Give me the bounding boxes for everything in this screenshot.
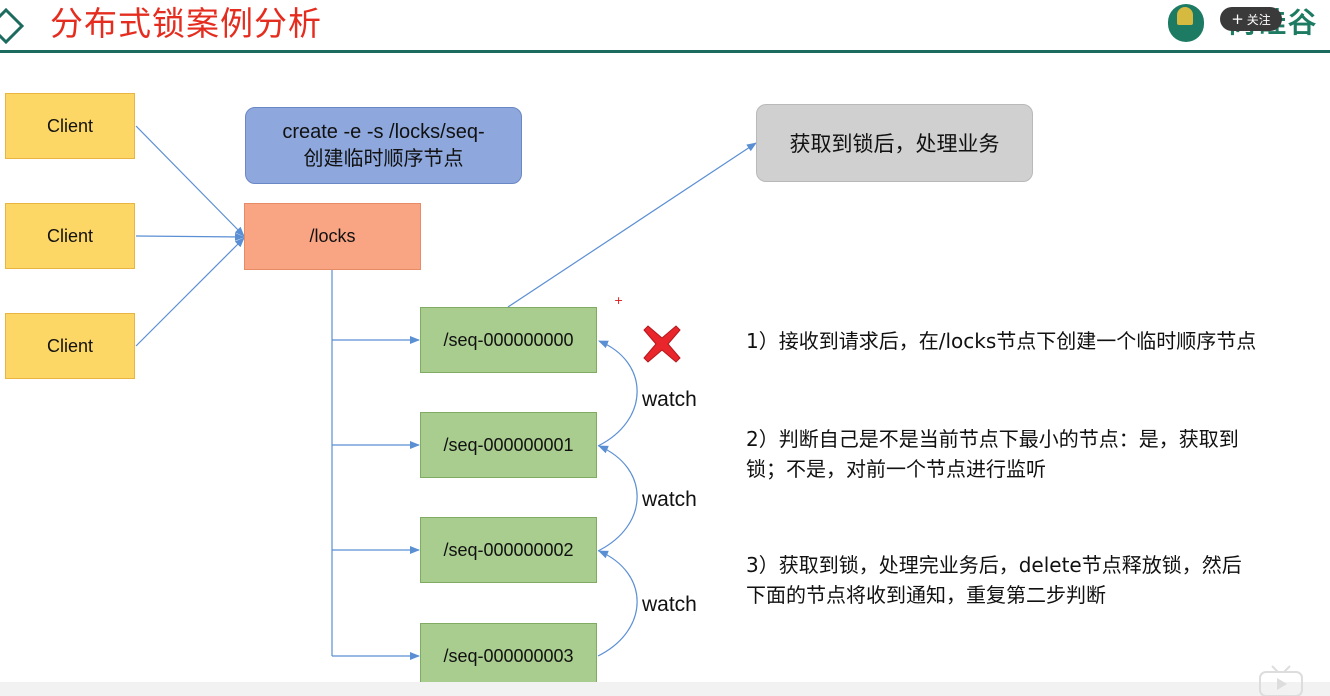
client-node: Client: [5, 203, 135, 269]
step-3-text: 3）获取到锁，处理完业务后，delete节点释放锁，然后 下面的节点将收到通知，…: [746, 550, 1330, 610]
client-label: Client: [46, 115, 94, 136]
locks-label: /locks: [309, 226, 356, 246]
plus-icon: +: [1231, 10, 1244, 28]
locks-node: /locks: [244, 203, 421, 270]
logo-badge-icon: [1168, 4, 1204, 42]
diamond-icon: [0, 7, 25, 45]
seq-node: /seq-000000000: [420, 307, 597, 373]
client-label: Client: [46, 335, 94, 356]
watch-label: watch: [642, 388, 697, 411]
create-command-box: create -e -s /locks/seq- 创建临时顺序节点: [245, 107, 522, 184]
title-bar: 分布式锁案例分析: [0, 0, 1330, 54]
client-node: Client: [5, 313, 135, 379]
seq-node: /seq-000000001: [420, 412, 597, 478]
result-box: 获取到锁后，处理业务: [756, 104, 1033, 182]
seq-label: /seq-000000001: [443, 434, 574, 455]
watch-arc-1: [597, 340, 638, 447]
tv-watermark-icon: [1259, 665, 1303, 696]
result-label: 获取到锁后，处理业务: [789, 132, 1000, 156]
step-line: 锁；不是，对前一个节点进行监听: [746, 457, 1046, 481]
client1-to-locks-edge: [135, 125, 245, 237]
step-line: 1）接收到请求后，在/locks节点下创建一个临时顺序节点: [746, 329, 1257, 353]
watch-arc-2: [597, 445, 638, 552]
step-line: 2）判断自己是不是当前节点下最小的节点：是，获取到: [746, 427, 1239, 451]
bottom-strip: [0, 682, 1330, 696]
client2-to-locks-edge: [135, 232, 245, 241]
step-1-text: 1）接收到请求后，在/locks节点下创建一个临时顺序节点: [746, 326, 1330, 356]
step-line: 3）获取到锁，处理完业务后，delete节点释放锁，然后: [746, 553, 1242, 577]
seq-label: /seq-000000003: [443, 645, 574, 666]
seq-label: /seq-000000000: [443, 329, 574, 350]
step-2-text: 2）判断自己是不是当前节点下最小的节点：是，获取到 锁；不是，对前一个节点进行监…: [746, 424, 1330, 484]
seq0-to-result-edge: [507, 142, 757, 308]
watch-arc-3: [597, 550, 638, 657]
client3-to-locks-edge: [135, 237, 245, 347]
watch-label: watch: [642, 488, 697, 511]
watch-label: watch: [642, 593, 697, 616]
follow-label: 关注: [1246, 13, 1271, 27]
step-line: 下面的节点将收到通知，重复第二步判断: [746, 583, 1106, 607]
client-node: Client: [5, 93, 135, 159]
create-command-desc: 创建临时顺序节点: [303, 147, 464, 170]
slide-title: 分布式锁案例分析: [50, 4, 322, 43]
follow-button[interactable]: +关注: [1220, 7, 1282, 31]
client-label: Client: [46, 225, 94, 246]
small-plus-marker: +: [614, 294, 624, 307]
seq-node: /seq-000000003: [420, 623, 597, 689]
seq-label: /seq-000000002: [443, 539, 574, 560]
red-x-icon: [643, 325, 681, 363]
title-underline: [0, 50, 1330, 53]
seq-node: /seq-000000002: [420, 517, 597, 583]
create-command-line: create -e -s /locks/seq-: [282, 120, 485, 143]
